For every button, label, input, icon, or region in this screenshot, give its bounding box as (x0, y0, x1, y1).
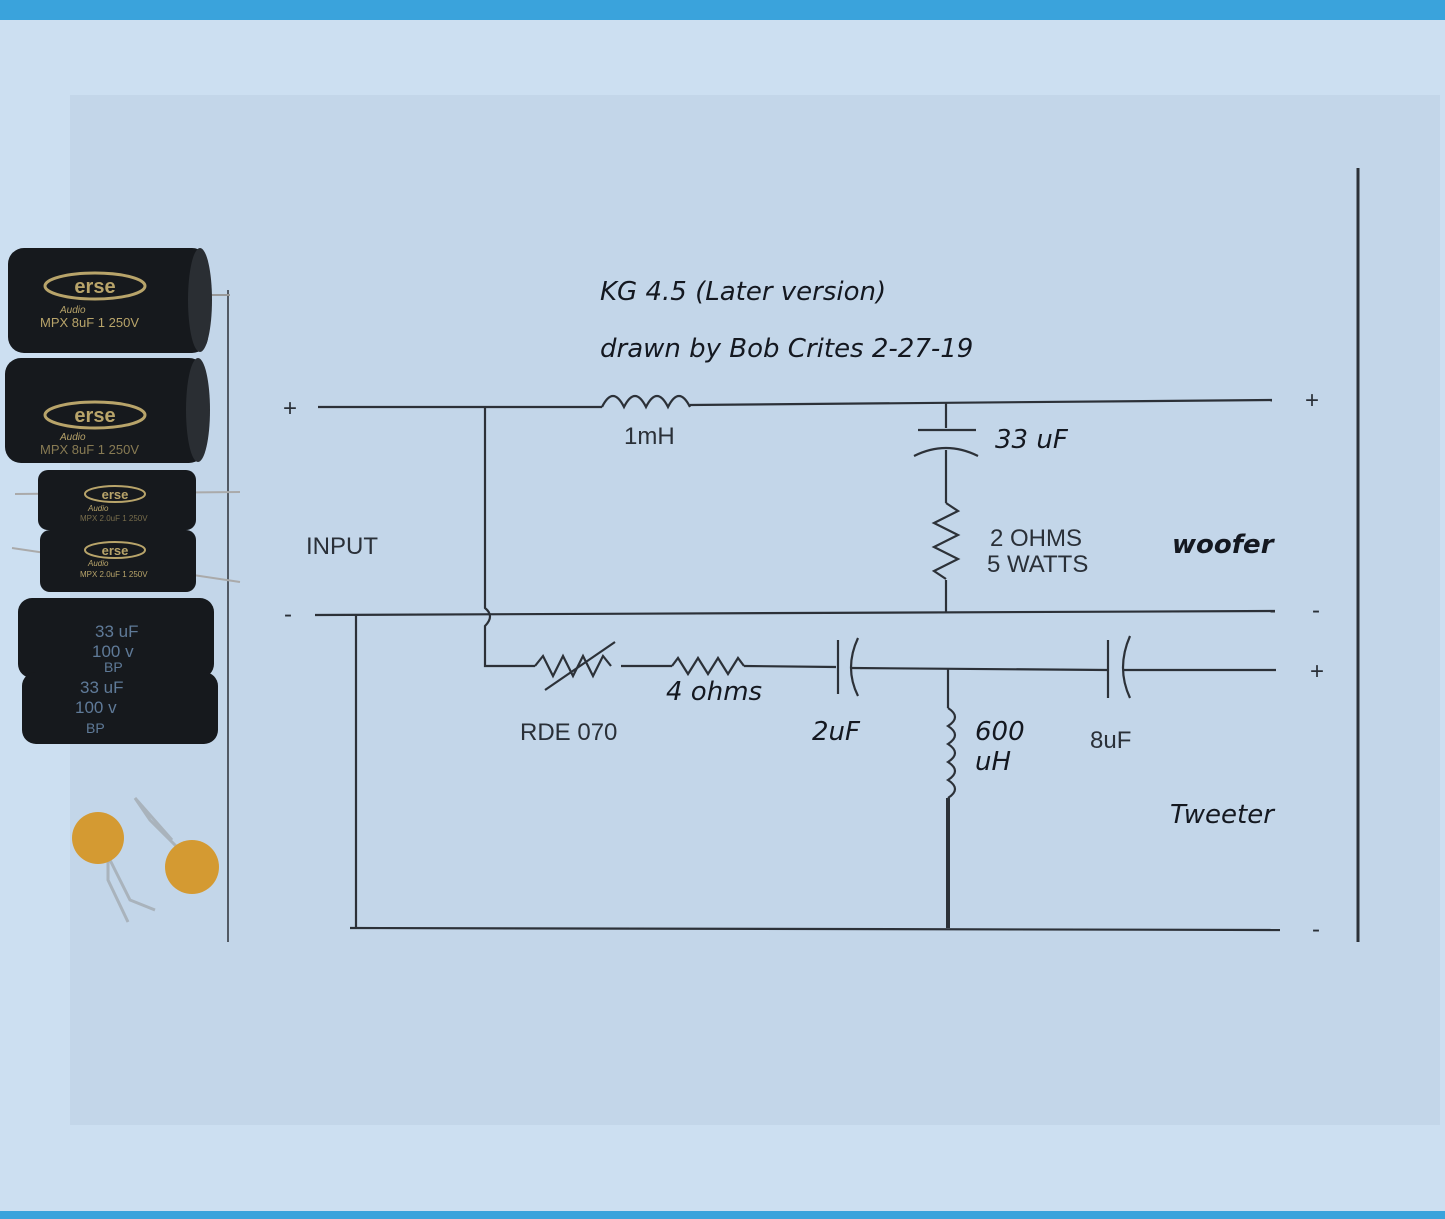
label-2uf: 2uF (812, 717, 861, 747)
film-capacitor: erse Audio MPX 2.0uF 1 250V (14, 470, 241, 530)
svg-text:BP: BP (104, 659, 123, 675)
svg-text:100 v: 100 v (75, 698, 117, 717)
svg-text:MPX 8uF 1 250V: MPX 8uF 1 250V (40, 442, 139, 457)
author-line: drawn by Bob Crites 2-27-19 (600, 334, 973, 364)
diagram-title: KG 4.5 (Later version) (600, 277, 886, 307)
svg-text:MPX 2.0uF 1 250V: MPX 2.0uF 1 250V (80, 570, 148, 579)
film-capacitor: erse Audio MPX 8uF 1 250V (8, 248, 230, 353)
cap-33uf-curved (913, 446, 979, 457)
electrolytic-capacitor: 33 uF 100 v BP (22, 672, 218, 744)
film-capacitor: erse Audio MPX 2.0uF 1 250V (11, 530, 241, 592)
svg-text:MPX 8uF 1 250V: MPX 8uF 1 250V (40, 315, 139, 330)
tweeter-label: Tweeter (1170, 800, 1276, 830)
label-33uf: 33 uF (995, 425, 1069, 455)
inductor-1mh (601, 394, 691, 410)
cap-8uf-curved (1121, 635, 1132, 699)
woofer-minus-label: - (1312, 597, 1320, 624)
resistor-2ohm (931, 502, 961, 580)
svg-text:Audio: Audio (59, 305, 86, 316)
label-8uf: 8uF (1090, 727, 1131, 754)
svg-text:BP: BP (86, 720, 105, 736)
print-area (70, 95, 1440, 1125)
svg-text:erse: erse (102, 487, 129, 502)
background-edge (0, 0, 1445, 20)
ceramic-disc-capacitor (72, 812, 156, 923)
terminal-marks: + - + - + - (283, 387, 1324, 943)
thermistor-rde070 (534, 653, 612, 679)
svg-text:Audio: Audio (87, 559, 109, 568)
label-2-ohms: 2 OHMS (990, 525, 1082, 552)
svg-text:MPX 2.0uF 1 250V: MPX 2.0uF 1 250V (80, 514, 148, 523)
input-label: INPUT (306, 533, 378, 560)
tweeter-minus-label: - (1312, 916, 1320, 943)
woofer-plus-label: + (1305, 387, 1319, 414)
svg-text:erse: erse (102, 543, 129, 558)
woofer-label: woofer (1172, 530, 1276, 560)
label-uh: uH (975, 747, 1011, 777)
input-plus-label: + (283, 395, 297, 422)
svg-text:Audio: Audio (59, 432, 86, 443)
label-4-ohms: 4 ohms (666, 677, 762, 707)
ceramic-disc-capacitor (133, 797, 219, 894)
background-edge-bottom (0, 1211, 1445, 1219)
resistor-4ohm (671, 655, 745, 677)
cap-2uf-curved (849, 637, 859, 697)
svg-text:erse: erse (74, 276, 115, 298)
svg-text:33 uF: 33 uF (95, 622, 138, 641)
inductor-600uh (945, 707, 957, 799)
wires (227, 168, 1360, 942)
input-minus-label: - (284, 601, 292, 628)
electrolytic-capacitor: 33 uF 100 v BP (18, 598, 214, 678)
label-5-watts: 5 WATTS (987, 551, 1088, 578)
label-rde-070: RDE 070 (520, 719, 617, 746)
film-capacitor: erse Audio MPX 8uF 1 250V (5, 358, 210, 463)
tweeter-plus-label: + (1310, 658, 1324, 685)
svg-text:Audio: Audio (87, 504, 109, 513)
label-1mh: 1mH (624, 423, 675, 450)
svg-text:33 uF: 33 uF (80, 678, 123, 697)
svg-text:100 v: 100 v (92, 642, 134, 661)
svg-text:erse: erse (74, 405, 115, 427)
label-600: 600 (975, 717, 1025, 747)
